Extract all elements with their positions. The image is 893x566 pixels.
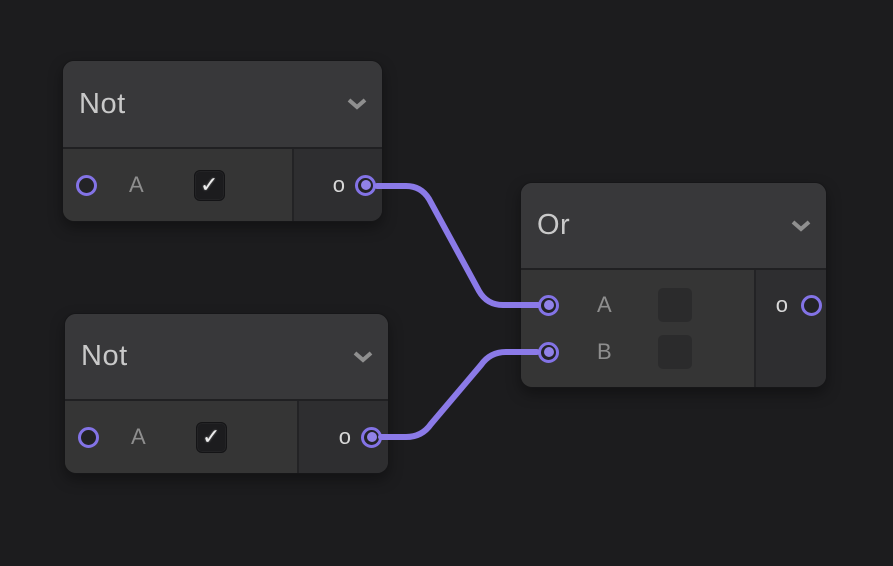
- node-body: A ✓ o: [63, 149, 382, 221]
- outputs-section: o: [294, 149, 382, 221]
- input-label: B: [597, 339, 612, 364]
- outputs-section: o: [299, 401, 388, 473]
- inputs-section: A ✓: [63, 149, 292, 221]
- node-title: Or: [537, 209, 571, 241]
- output-label: o: [332, 172, 345, 197]
- wire-not1-to-or-a[interactable]: [374, 183, 541, 308]
- input-row-b: B: [521, 331, 754, 373]
- node-not-2[interactable]: Not A ✓ o: [64, 313, 389, 474]
- output-row-o: o: [299, 401, 388, 473]
- output-label: o: [338, 424, 351, 449]
- input-row-a: A ✓: [63, 149, 292, 221]
- node-body: A ✓ o: [65, 401, 388, 473]
- output-port-o[interactable]: [801, 294, 822, 316]
- node-body: A B o: [521, 270, 826, 387]
- chevron-down-icon[interactable]: [791, 219, 811, 232]
- input-port-a[interactable]: [538, 294, 559, 316]
- node-not-1-header[interactable]: Not: [63, 61, 382, 149]
- input-label: A: [131, 424, 146, 449]
- checkbox-placeholder-a: [658, 288, 692, 322]
- section-divider: [754, 270, 756, 387]
- input-label: A: [597, 292, 612, 317]
- chevron-down-icon[interactable]: [347, 98, 367, 110]
- outputs-section: o: [756, 270, 826, 387]
- output-row-o: o: [756, 284, 826, 326]
- checkbox-placeholder-b: [658, 335, 692, 369]
- input-port-a[interactable]: [78, 426, 99, 448]
- output-port-o[interactable]: [355, 174, 376, 196]
- output-row-o: o: [294, 149, 382, 221]
- node-title: Not: [81, 340, 128, 372]
- checkbox-a[interactable]: ✓: [195, 421, 227, 453]
- inputs-section: A B: [521, 270, 754, 387]
- node-not-2-header[interactable]: Not: [65, 314, 388, 401]
- output-label: o: [775, 292, 788, 317]
- output-port-o[interactable]: [361, 426, 382, 448]
- check-icon: ✓: [199, 172, 219, 197]
- check-icon: ✓: [201, 424, 221, 449]
- wire-not2-to-or-b[interactable]: [378, 349, 540, 440]
- node-or-header[interactable]: Or: [521, 183, 826, 270]
- section-divider: [297, 401, 299, 473]
- input-row-a: A ✓: [65, 401, 297, 473]
- inputs-section: A ✓: [65, 401, 297, 473]
- section-divider: [292, 149, 294, 221]
- input-row-a: A: [521, 284, 754, 326]
- input-port-b[interactable]: [538, 341, 559, 363]
- checkbox-a[interactable]: ✓: [193, 169, 225, 201]
- node-or[interactable]: Or A B: [520, 182, 827, 388]
- input-port-a[interactable]: [76, 174, 97, 196]
- chevron-down-icon[interactable]: [353, 350, 373, 363]
- input-label: A: [129, 172, 144, 197]
- node-not-1[interactable]: Not A ✓ o: [62, 60, 383, 222]
- node-title: Not: [79, 87, 126, 120]
